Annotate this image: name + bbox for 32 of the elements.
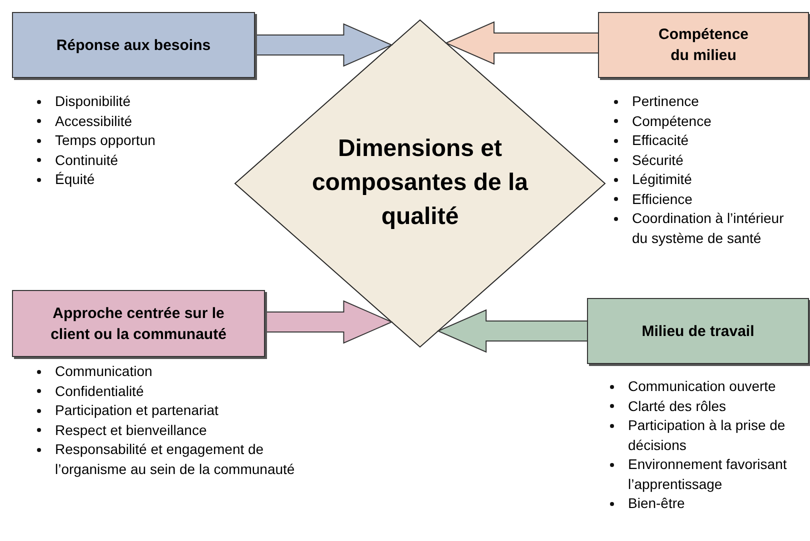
list-item: Accessibilité	[55, 112, 132, 130]
category-box: Approche centrée sur le client ou la communauté	[12, 290, 265, 357]
list-item: Continuité	[55, 150, 118, 170]
block-arrow	[436, 309, 588, 353]
block-arrow	[264, 300, 393, 344]
list-item: Communication	[55, 362, 152, 381]
list-item: Participation et partenariat	[55, 401, 218, 420]
list-item: Participation à la prise de décisions	[628, 416, 786, 454]
list-item: Équité	[55, 170, 95, 189]
block-arrow	[444, 21, 598, 65]
list-item: Environnement favorisant l’apprentissage	[628, 455, 788, 494]
list-item: Légitimité	[632, 170, 692, 189]
decision-diamond	[234, 19, 606, 348]
block-arrow	[254, 23, 393, 67]
list-item: Confidentialité	[55, 382, 144, 400]
list-item: Compétence	[632, 112, 712, 131]
category-box: Milieu de travail	[587, 298, 809, 364]
list-item: Coordination à l’intérieur du système de santé	[632, 209, 785, 248]
node-label: Dimensions et composantes de la qualité	[310, 134, 530, 232]
category-box: Compétence du milieu	[598, 12, 809, 78]
list-item: Sécurité	[632, 150, 684, 170]
list-item: Clarté des rôles	[628, 396, 726, 416]
list-item: Respect et bienveillance	[55, 420, 207, 440]
list-item: Efficience	[632, 190, 692, 208]
list-item: Responsabilité et engagement de l’organisme au sein de la communauté	[55, 440, 296, 479]
category-box: Réponse aux besoins	[12, 12, 255, 78]
list-item: Efficacité	[632, 131, 689, 150]
list-item: Pertinence	[632, 92, 699, 111]
list-item: Bien-être	[628, 494, 685, 513]
list-item: Communication ouverte	[628, 377, 776, 396]
list-item: Disponibilité	[55, 92, 130, 111]
list-item: Temps opportun	[55, 131, 156, 150]
